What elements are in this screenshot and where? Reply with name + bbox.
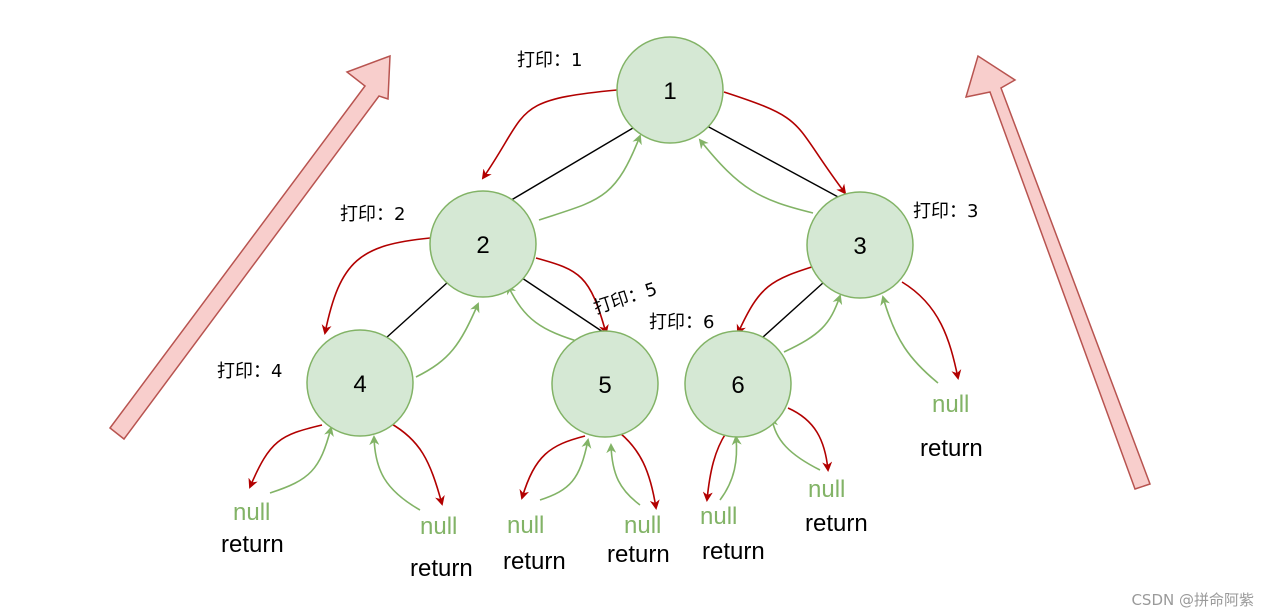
tree-edge [706, 125, 841, 199]
print-label-4: 打印：4 [217, 361, 282, 382]
watermark: CSDN @拼命阿紫 [1131, 591, 1254, 609]
descend-arrow [519, 435, 586, 500]
node-label: 2 [476, 232, 489, 259]
descend-arrow [321, 237, 431, 335]
node-5: 5 [551, 330, 659, 438]
descend-arrows [248, 89, 962, 510]
return-label: return [805, 510, 868, 537]
null-label: null [233, 499, 270, 526]
return-label: return [410, 555, 473, 582]
node-4: 4 [306, 329, 414, 437]
print-label-2: 打印：2 [340, 204, 405, 225]
node-label: 3 [853, 233, 866, 260]
return-arrow [269, 426, 334, 494]
return-label: return [503, 548, 566, 575]
tree-edge [507, 127, 634, 203]
return-arrow [507, 284, 584, 344]
descend-arrow [535, 257, 609, 335]
descend-arrow [248, 424, 323, 489]
return-arrow [538, 134, 642, 221]
descend-arrow [723, 91, 847, 195]
return-label: return [607, 541, 670, 568]
print-label-1: 打印：1 [517, 50, 582, 71]
null-label: null [932, 391, 969, 418]
return-arrow [539, 438, 592, 501]
null-label: null [420, 513, 457, 540]
null-label: null [700, 503, 737, 530]
return-arrows [269, 134, 939, 511]
node-2: 2 [429, 190, 537, 298]
return-arrow [719, 435, 742, 501]
tree-edges [385, 125, 841, 339]
return-arrow [698, 138, 814, 214]
node-label: 5 [598, 372, 611, 399]
tree-edge [385, 281, 449, 339]
return-arrow [606, 443, 641, 506]
node-6: 6 [684, 330, 792, 438]
tree-edge [521, 277, 613, 339]
descend-arrow [481, 89, 618, 180]
descend-arrow [787, 407, 833, 472]
return-arrow [880, 295, 939, 384]
print-label-3: 打印：3 [913, 201, 978, 222]
return-label: return [221, 531, 284, 558]
descend-arrow [901, 281, 962, 380]
null-label: null [808, 476, 845, 503]
return-arrow [415, 302, 480, 378]
descend-arrow [389, 422, 445, 506]
descend-arrow [736, 264, 819, 335]
node-label: 6 [731, 372, 744, 399]
return-arrow [369, 435, 421, 511]
node-1: 1 [616, 36, 724, 144]
tree-edge [761, 281, 825, 339]
big-up-arrow-right [964, 54, 1151, 490]
return-arrow [783, 294, 843, 353]
node-3: 3 [806, 191, 914, 299]
null-label: null [624, 512, 661, 539]
descend-arrow [619, 432, 660, 510]
return-label: return [702, 538, 765, 565]
big-up-arrow-left [108, 54, 391, 441]
return-label: return [920, 435, 983, 462]
node-label: 1 [663, 78, 676, 105]
descend-arrow [702, 432, 727, 502]
node-label: 4 [353, 371, 366, 398]
print-label-6: 打印：6 [649, 312, 714, 333]
null-label: null [507, 512, 544, 539]
